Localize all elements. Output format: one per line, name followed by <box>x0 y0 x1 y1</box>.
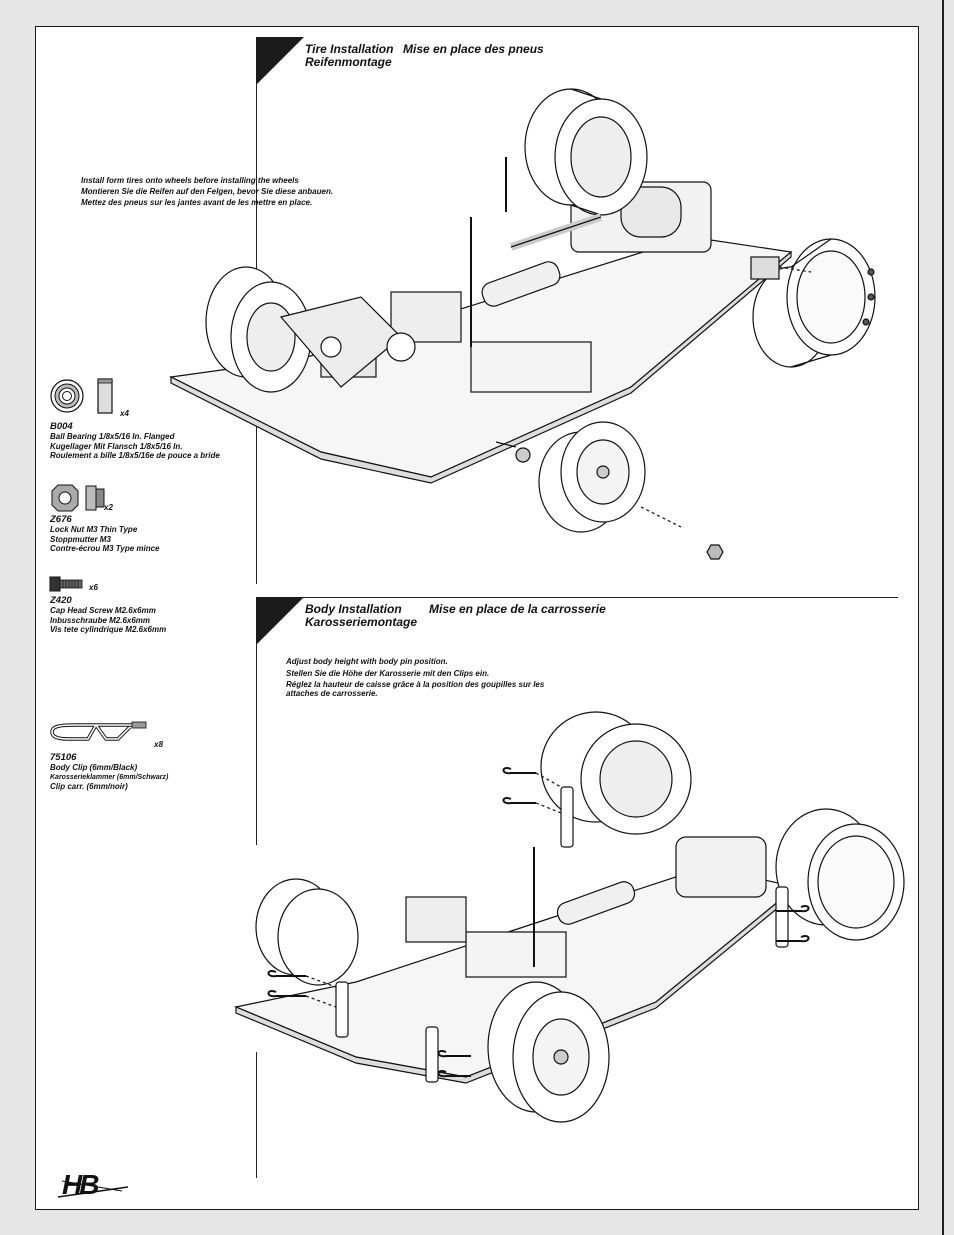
part-code: 75106 <box>50 752 77 763</box>
section2-title-fr: Mise en place de la carrosserie <box>429 602 606 616</box>
part-desc: Stoppmutter M3 <box>50 534 111 544</box>
section1-title-de: Reifenmontage <box>305 55 392 69</box>
lock-nut-icon <box>51 484 105 512</box>
part-b004-qty: x4 <box>120 409 129 418</box>
section1-note-line: Mettez des pneus sur les jantes avant de… <box>81 198 313 207</box>
part-desc: Karosserieklammer (6mm/Schwarz) <box>50 773 169 781</box>
part-75106-qty: x8 <box>154 740 163 749</box>
part-z420: Z420 Cap Head Screw M2.6x6mm Inbusschrau… <box>50 595 166 635</box>
part-desc: Contre-écrou M3 Type mince <box>50 544 160 553</box>
part-b004: B004 Ball Bearing 1/8x5/16 In. Flanged K… <box>50 421 220 461</box>
section2-corner-marker <box>256 597 304 645</box>
part-75106: 75106 Body Clip (6mm/Black) Karosseriekl… <box>50 752 168 792</box>
part-desc: Ball Bearing 1/8x5/16 In. Flanged <box>50 432 175 441</box>
page-edge-rule <box>942 0 944 1235</box>
bearing-icon <box>50 378 113 414</box>
part-desc: Clip carr. (6mm/noir) <box>50 782 128 791</box>
section2-title: Body Installation Mise en place de la ca… <box>305 603 665 629</box>
part-desc: Vis tete cylindrique M2.6x6mm <box>50 625 167 634</box>
section2-top-rule <box>256 597 898 598</box>
section1-note: Install form tires onto wheels before in… <box>81 175 333 208</box>
section2-lower-rule <box>256 1052 257 1178</box>
cap-head-screw-icon <box>49 576 83 592</box>
section2-left-rule <box>256 597 257 845</box>
part-code: Z420 <box>50 595 72 606</box>
tire-installation-illustration <box>169 88 876 560</box>
section2-note-line: Stellen Sie die Höhe der Karosserie mit … <box>286 669 490 678</box>
section1-title-fr: Mise en place des pneus <box>403 42 544 56</box>
logo-swoosh-icon <box>57 1180 129 1198</box>
section1-note-line: Install form tires onto wheels before in… <box>81 176 299 185</box>
part-desc: Roulement a bille 1/8x5/16e de pouce a b… <box>50 451 220 460</box>
section2-note: Adjust body height with body pin positio… <box>286 656 544 698</box>
part-z420-qty: x6 <box>89 583 98 592</box>
part-z676: Z676 Lock Nut M3 Thin Type Stoppmutter M… <box>50 514 160 554</box>
section1-note-line: Montieren Sie die Reifen auf den Felgen,… <box>81 187 334 196</box>
section2-title-en: Body Installation <box>305 602 402 616</box>
part-z676-qty: x2 <box>104 503 113 512</box>
manual-page: Tire Installation Mise en place des pneu… <box>35 26 919 1210</box>
body-clip-icon <box>50 721 147 741</box>
section2-note-line: Adjust body height with body pin positio… <box>286 657 448 666</box>
section2-note-line: Réglez la hauteur de caisse grâce à la p… <box>286 680 545 689</box>
section1-title: Tire Installation Mise en place des pneu… <box>305 43 625 69</box>
part-desc: Cap Head Screw M2.6x6mm <box>50 606 156 615</box>
part-desc: Kugellager Mit Flansch 1/8x5/16 In. <box>50 441 183 451</box>
body-installation-illustration <box>233 711 905 1123</box>
part-code: Z676 <box>50 514 72 525</box>
section2-note-line: attaches de carrosserie. <box>286 689 378 698</box>
section1-corner-marker <box>256 37 304 85</box>
section2-title-de: Karosseriemontage <box>305 615 418 629</box>
part-code: B004 <box>50 421 73 432</box>
part-desc: Inbusschraube M2.6x6mm <box>50 615 151 625</box>
part-desc: Body Clip (6mm/Black) <box>50 763 138 772</box>
section1-title-en: Tire Installation <box>305 42 394 56</box>
part-desc: Lock Nut M3 Thin Type <box>50 525 138 534</box>
